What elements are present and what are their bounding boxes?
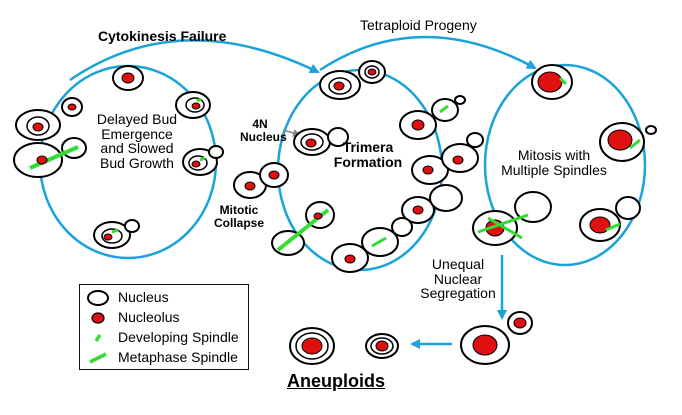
developing-spindle-icon [94,334,102,342]
label-mitotic-collapse: Mitotic Collapse [213,203,264,230]
legend-item-metaphase-spindle: Metaphase Spindle [80,347,250,367]
nucleus-icon [87,290,109,306]
cell-progeny-top [531,64,573,100]
cell-bottom-left [93,219,140,249]
label-trimera-formation: Trimera Formation [333,139,403,170]
label-delayed-bud: Delayed Bud Emergence and Slowed Bud Gro… [96,111,178,172]
cell-chain-right-1 [399,95,466,140]
label-unequal-segregation: Unequal Nuclear Segregation [420,256,496,302]
cell-mitotic-collapse-1 [233,162,289,199]
cell-budded-left-2 [13,137,87,178]
label-tetraploid-progeny: Tetraploid Progeny [360,17,477,33]
cytokinesis-failure-arrow [69,39,320,82]
cell-mitotic-collapse-2 [271,201,335,256]
label-4n-nucleus: 4N Nucleus [240,117,287,144]
legend: Nucleus Nucleolus Developing Spindle Met… [79,284,249,370]
tetraploid-progeny-arrow [319,35,537,72]
cell-budded-left-1 [15,97,83,141]
nucleolus-icon [91,312,105,324]
cell-aneuploid-2 [365,333,399,359]
cell-4n-nucleus [293,127,349,156]
cell-multiple-spindle-top [599,122,657,162]
label-mitosis-multiple-spindles: Mitosis with Multiple Spindles [501,147,607,178]
cell-tetraploid-top [319,60,386,100]
cell-chain-right-3 [401,184,463,224]
legend-item-nucleolus: Nucleolus [80,307,250,327]
cell-aneuploid-1 [289,327,335,365]
cell-single-top-left [112,65,144,91]
metaphase-spindle-icon [89,352,107,364]
legend-item-nucleus: Nucleus [80,287,250,307]
cell-segregated [460,311,533,365]
label-aneuploids: Aneuploids [287,371,385,391]
cell-budded-right-2 [182,145,224,176]
cycle-loop-right [483,63,647,267]
cell-budded-right-1 [175,91,211,119]
cell-chain-bottom [331,217,413,273]
legend-item-developing-spindle: Developing Spindle [80,327,250,347]
cell-multiple-spindle-left [472,191,552,246]
cell-multiple-spindle-right [579,196,641,242]
cell-chain-right-2 [411,132,484,185]
label-cytokinesis-failure: Cytokinesis Failure [98,28,227,44]
